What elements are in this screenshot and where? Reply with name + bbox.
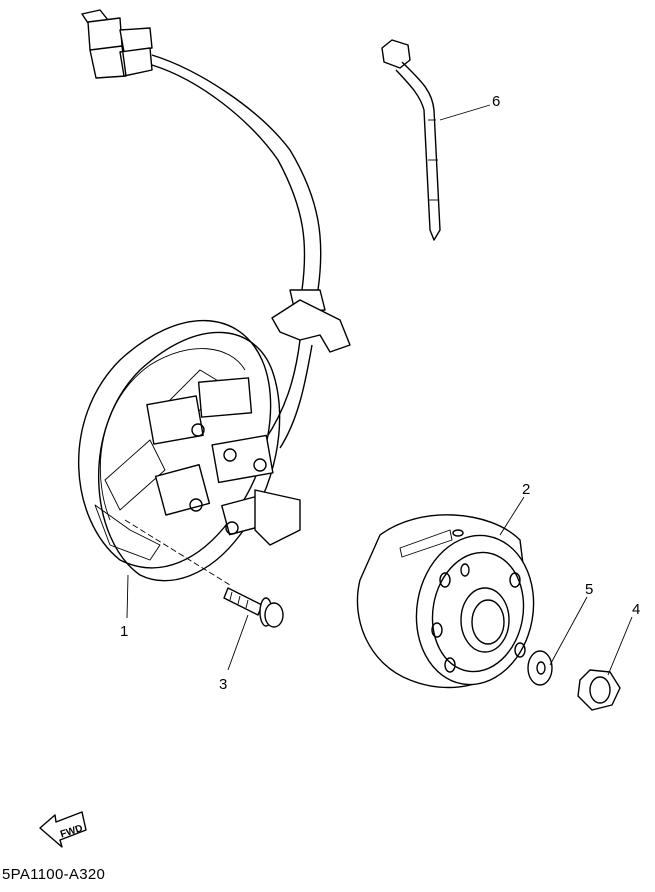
wire-harness	[81, 9, 351, 449]
bolt	[223, 587, 284, 628]
washer	[527, 650, 553, 686]
cable-tie	[381, 39, 441, 241]
callout-5: 5	[585, 581, 593, 598]
callout-2: 2	[522, 481, 530, 498]
callout-4: 4	[632, 601, 640, 618]
nut	[577, 669, 621, 711]
callout-6: 6	[492, 93, 500, 110]
callout-3: 3	[219, 676, 227, 693]
stator-assembly	[78, 319, 301, 586]
diagram-code: 5PA1100-A320	[2, 866, 106, 883]
callout-1: 1	[120, 623, 128, 640]
fwd-arrow-icon: FWD	[39, 811, 87, 848]
leader-lines	[126, 104, 633, 676]
flywheel-rotor	[356, 514, 535, 689]
